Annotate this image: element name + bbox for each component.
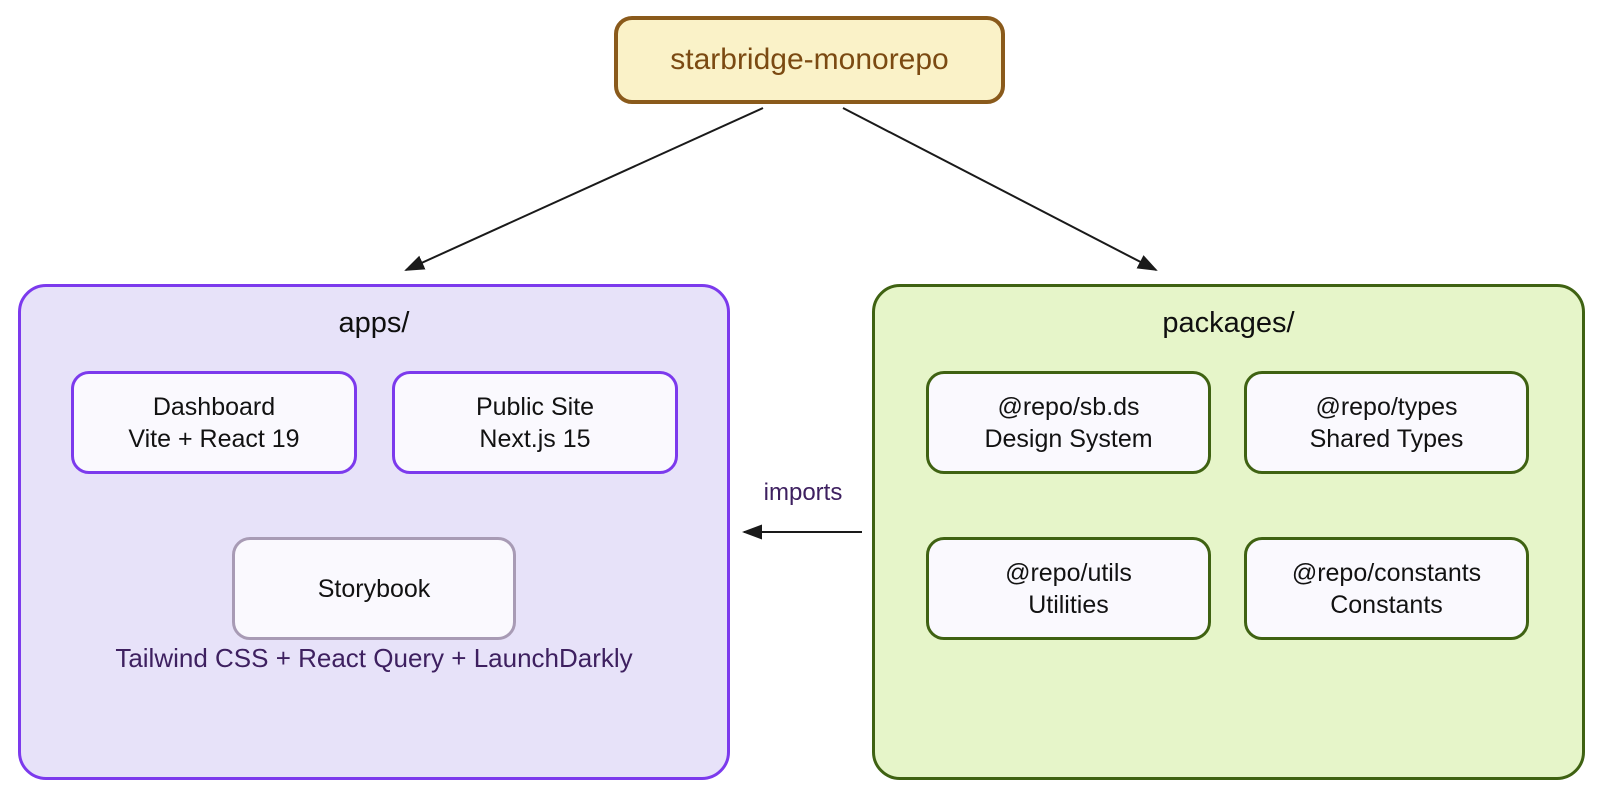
packages-title: packages/ bbox=[1162, 307, 1295, 339]
apps-container: apps/ Dashboard Vite + React 19 Public S… bbox=[18, 284, 730, 780]
node-dashboard: Dashboard Vite + React 19 bbox=[71, 371, 357, 474]
arrow-root-to-apps bbox=[404, 107, 764, 271]
node-repo-sbds-name: @repo/sb.ds bbox=[997, 392, 1140, 421]
node-repo-constants-desc: Constants bbox=[1330, 590, 1443, 619]
node-repo-utils-desc: Utilities bbox=[1028, 590, 1109, 619]
node-public-site-name: Public Site bbox=[475, 392, 595, 421]
node-storybook: Storybook bbox=[232, 537, 516, 640]
root-node-label: starbridge-monorepo bbox=[670, 43, 949, 76]
node-repo-utils-name: @repo/utils bbox=[1005, 558, 1132, 587]
packages-container: packages/ @repo/sb.ds Design System @rep… bbox=[872, 284, 1585, 780]
node-repo-utils: @repo/utils Utilities bbox=[926, 537, 1211, 640]
node-repo-types: @repo/types Shared Types bbox=[1244, 371, 1529, 474]
node-repo-types-name: @repo/types bbox=[1315, 392, 1458, 421]
node-public-site-stack: Next.js 15 bbox=[479, 424, 591, 453]
node-public-site: Public Site Next.js 15 bbox=[392, 371, 678, 474]
node-dashboard-name: Dashboard bbox=[152, 392, 276, 421]
apps-title: apps/ bbox=[338, 307, 410, 339]
node-storybook-name: Storybook bbox=[317, 574, 431, 603]
imports-edge-label: imports bbox=[763, 479, 843, 506]
node-repo-sbds: @repo/sb.ds Design System bbox=[926, 371, 1211, 474]
node-repo-sbds-desc: Design System bbox=[984, 424, 1153, 453]
node-dashboard-stack: Vite + React 19 bbox=[128, 424, 300, 453]
node-repo-types-desc: Shared Types bbox=[1309, 424, 1464, 453]
apps-footnote: Tailwind CSS + React Query + LaunchDarkl… bbox=[115, 643, 633, 673]
node-repo-constants: @repo/constants Constants bbox=[1244, 537, 1529, 640]
arrow-root-to-packages bbox=[842, 107, 1158, 271]
root-node-starbridge-monorepo: starbridge-monorepo bbox=[614, 16, 1005, 104]
node-repo-constants-name: @repo/constants bbox=[1291, 558, 1482, 587]
